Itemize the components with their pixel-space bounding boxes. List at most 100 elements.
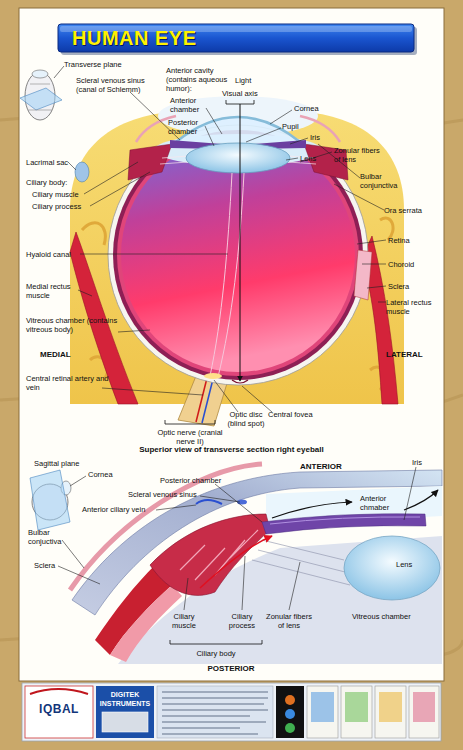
part-label: Transverse plane	[64, 60, 122, 69]
part-label: Light	[235, 76, 251, 85]
part-label: Central retinal artery and vein	[26, 374, 111, 392]
chart-thumbnail	[341, 686, 372, 738]
part-label: Sagittal plane	[34, 459, 79, 468]
iris-highlight	[270, 517, 420, 524]
part-label: Hyaloid canal	[26, 250, 71, 259]
part-label: Anterior ciliary vein	[82, 505, 145, 514]
part-label: Retina	[388, 236, 410, 245]
optic-disc	[204, 373, 222, 379]
inset-lines	[28, 84, 52, 110]
part-label: Cornea	[88, 470, 113, 479]
part-label: Posterior chamber	[160, 476, 221, 485]
figure-caption: Superior view of transverse section righ…	[40, 445, 423, 454]
chart-thumbnail	[409, 686, 439, 738]
part-label: Anterior chamber	[170, 96, 210, 114]
central-retinal-artery	[196, 378, 207, 422]
part-label: Scleral venous sinus	[128, 490, 197, 499]
product-dot	[285, 695, 295, 705]
leader-lines	[58, 467, 416, 610]
anterior-ciliary-vein	[196, 500, 222, 504]
retina	[117, 134, 359, 376]
direction-label: POSTERIOR	[181, 664, 281, 673]
part-label: Optic nerve (cranial nerve II)	[150, 428, 230, 446]
part-label: Scleral venous sinus (canal of Schlemm)	[76, 76, 156, 94]
thumbnail-image	[345, 692, 368, 722]
chart-thumbnail	[375, 686, 406, 738]
ciliary-muscle-fibers	[180, 530, 258, 580]
part-label: Central fovea	[268, 410, 313, 419]
part-label: Posterior chamber	[168, 118, 210, 136]
orbital-fat	[70, 112, 404, 404]
part-label: Ciliary process	[222, 612, 262, 630]
part-label: Visual axis	[222, 89, 258, 98]
inset-cornea	[32, 70, 48, 78]
part-label: Lens	[300, 154, 316, 163]
part-label: Ciliary muscle	[166, 612, 202, 630]
lacrimal-sac	[75, 162, 89, 182]
part-label: Zonular fibers of lens	[266, 612, 312, 630]
part-label: Vitreous chamber	[352, 612, 411, 621]
part-label: Iris	[412, 458, 422, 467]
product-panel	[276, 686, 304, 738]
sclera	[108, 125, 368, 385]
title-banner	[58, 24, 414, 52]
part-label: Ciliary process	[32, 202, 81, 211]
part-label: Anterior cavity (contains aqueous humor)…	[166, 66, 238, 93]
product-dot	[285, 709, 295, 719]
part-label: Lens	[396, 560, 412, 569]
part-label: Lacrimal sac	[26, 158, 68, 167]
visual-axis-arrow	[240, 104, 241, 381]
part-label: Ciliary body	[171, 649, 261, 658]
zonular-fibers	[252, 540, 350, 585]
part-label: Ora serrata	[384, 206, 436, 215]
transverse-plane-symbol	[20, 88, 62, 110]
part-label: Sclera	[388, 282, 409, 291]
part-label: Vitreous chamber (contains vitreous body…	[26, 316, 121, 334]
part-label: Cornea	[294, 104, 319, 113]
light-bracket	[226, 100, 254, 104]
part-label: Ciliary muscle	[32, 190, 79, 199]
part-label: Optic disc (blind spot)	[222, 410, 270, 428]
logo-panel	[25, 686, 93, 738]
layer-cutaway	[354, 250, 372, 300]
direction-label: MEDIAL	[40, 350, 71, 359]
part-label: Medial rectus muscle	[26, 282, 78, 300]
chart-thumbnail	[307, 686, 338, 738]
product-dot	[285, 723, 295, 733]
white-panel	[19, 8, 444, 681]
part-label: Pupil	[282, 122, 299, 131]
info-panel	[157, 686, 273, 738]
leader-lines	[54, 66, 386, 412]
part-label: Lateral rectus muscle	[386, 298, 440, 316]
brand-name: DIGITEK INSTRUMENTS	[98, 690, 152, 708]
title-banner-box: HUMAN EYE	[58, 24, 414, 52]
ciliary-body-bracket	[170, 640, 262, 644]
instrument-photo	[102, 712, 148, 732]
part-label: Zonular fibers of lens	[334, 146, 384, 164]
optic-nerve-bracket	[165, 420, 215, 424]
part-label: Sclera	[34, 561, 55, 570]
iris	[262, 514, 426, 534]
thumbnail-image	[413, 692, 435, 722]
aqueous-flow-arrow	[404, 490, 438, 510]
direction-label: ANTERIOR	[300, 462, 342, 471]
part-label: Iris	[310, 133, 320, 142]
bulbar-conjunctiva-layer	[136, 116, 340, 142]
thumbnail-image	[311, 692, 334, 722]
direction-label: LATERAL	[386, 350, 423, 359]
part-label: Ciliary body:	[26, 178, 67, 187]
logo-swoosh	[30, 689, 88, 694]
sagittal-plane-symbol	[30, 470, 70, 530]
part-label: Anterior chmaber	[360, 494, 400, 512]
ciliary-body	[128, 144, 172, 180]
retina-band	[110, 585, 182, 662]
brand-panel	[96, 686, 154, 738]
part-label: Choroid	[388, 260, 414, 269]
hyaloid-canal	[210, 173, 244, 377]
lens	[344, 536, 440, 600]
central-retinal-vein	[202, 379, 213, 423]
lens	[186, 143, 290, 173]
